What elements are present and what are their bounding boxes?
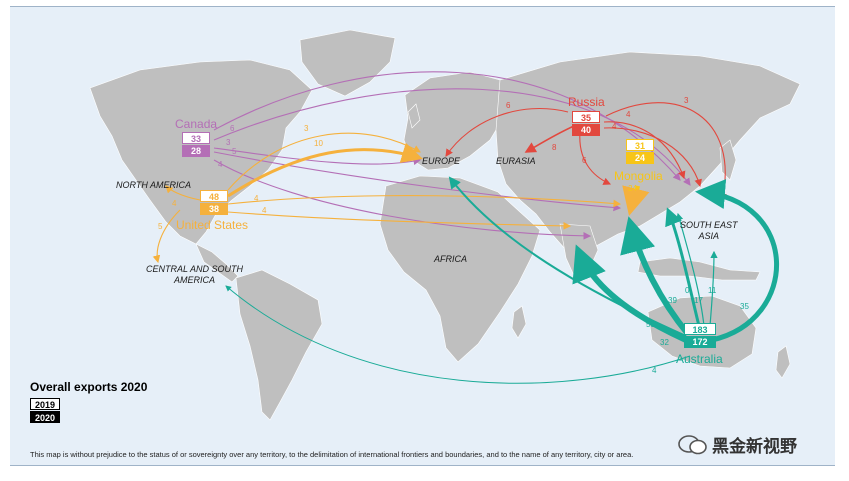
flow-us-na [165, 185, 201, 201]
new-zealand-shape [775, 345, 791, 379]
flow-mongolia-china [622, 185, 650, 216]
flow-label: 8 [552, 143, 557, 152]
legend-title: Overall exports 2020 [30, 380, 148, 394]
flow-label: 4 [262, 206, 267, 215]
flow-us-europe-thin [227, 132, 421, 191]
flow-label: 39 [668, 296, 677, 305]
flow-label: 35 [740, 302, 749, 311]
exporter-australia-label: Australia [676, 352, 723, 366]
map-disclaimer: This map is without prejudice to the sta… [30, 450, 634, 459]
flow-label: 11 [708, 286, 717, 295]
flow-label: 5 [158, 222, 163, 231]
region-south-east-asia: SOUTH EAST ASIA [680, 220, 738, 241]
flow-russia-europe [445, 108, 569, 157]
region-africa: AFRICA [434, 254, 468, 264]
central-america-shape [195, 243, 239, 283]
australia-2019-value: 183 [684, 323, 716, 335]
indonesia-shape [637, 257, 761, 281]
madagascar-shape [511, 305, 527, 339]
flow-us-europe-thick [227, 142, 423, 198]
exporter-us-label: United States [176, 218, 249, 232]
flow-canada-asia-3 [213, 151, 622, 212]
flow-label: 4 [254, 194, 259, 203]
flow-label: 17 [694, 296, 703, 305]
mongolia-2019-value: 31 [626, 139, 654, 151]
canada-2019-value: 33 [182, 132, 210, 144]
flow-australia-korea [676, 212, 705, 327]
flow-russia-sea [605, 102, 728, 202]
flow-russia-mongolia [579, 131, 612, 185]
flow-label: 24 [628, 184, 637, 193]
wechat-icon [678, 434, 708, 461]
flow-label: 4 [626, 110, 631, 119]
japan-shape [719, 139, 737, 181]
flow-australia-india [572, 244, 688, 343]
flow-label: 32 [660, 338, 669, 347]
exporter-russia-label: Russia [568, 95, 605, 109]
region-eurasia: EURASIA [496, 156, 536, 166]
flow-label: 4 [612, 122, 617, 131]
flow-russia-asia-1 [603, 121, 686, 180]
flow-label: 6 [582, 156, 587, 165]
flow-label: 3 [684, 96, 689, 105]
exporter-canada-label: Canada [175, 117, 218, 131]
us-2020-value: 38 [200, 203, 228, 215]
russia-2020-value: 40 [572, 124, 600, 136]
region-europe: EUROPE [422, 156, 461, 166]
flow-us-asia [227, 195, 622, 208]
flow-label: 0 [685, 286, 690, 295]
flow-label: 4 [172, 199, 177, 208]
region-central-south-america: CENTRAL AND SOUTH AMERICA [146, 264, 244, 285]
flow-label: 4 [218, 160, 223, 169]
flow-australia-sea [709, 250, 718, 327]
legend-2020-box: 2020 [30, 411, 60, 423]
flow-us-sea [227, 211, 572, 230]
australia-2020-value: 172 [684, 336, 716, 348]
flow-label: 3 [226, 138, 231, 147]
flow-label: 4 [652, 366, 657, 375]
flow-australia-japan [665, 207, 702, 331]
region-north-america: NORTH AMERICA [116, 180, 192, 190]
flow-australia-pacific [695, 179, 779, 343]
flow-label: 5 [232, 147, 237, 156]
greenland-shape [299, 29, 396, 97]
south-america-shape [235, 269, 323, 421]
flow-label: 3 [304, 124, 309, 133]
us-2019-value: 48 [200, 190, 228, 202]
canada-2020-value: 28 [182, 145, 210, 157]
russia-2019-value: 35 [572, 111, 600, 123]
mongolia-2020-value: 24 [626, 152, 654, 164]
legend-2019-box: 2019 [30, 398, 60, 410]
watermark-text: 黑金新视野 [712, 437, 797, 456]
exporter-mongolia-label: Mongolia [614, 169, 663, 183]
flow-canada-sea [213, 159, 592, 240]
flow-label: 6 [230, 124, 235, 133]
flow-australia-latam [225, 285, 691, 384]
flow-russia-asia-2 [603, 127, 702, 188]
flow-label: 6 [506, 101, 511, 110]
flow-us-ca [152, 209, 181, 264]
flow-label: 55 [646, 320, 655, 329]
flow-russia-eurasia [524, 125, 575, 153]
uk-shape [407, 103, 421, 129]
flow-canada-asia-1 [213, 71, 681, 181]
flow-australia-china [620, 216, 691, 336]
flow-label: 10 [314, 139, 323, 148]
